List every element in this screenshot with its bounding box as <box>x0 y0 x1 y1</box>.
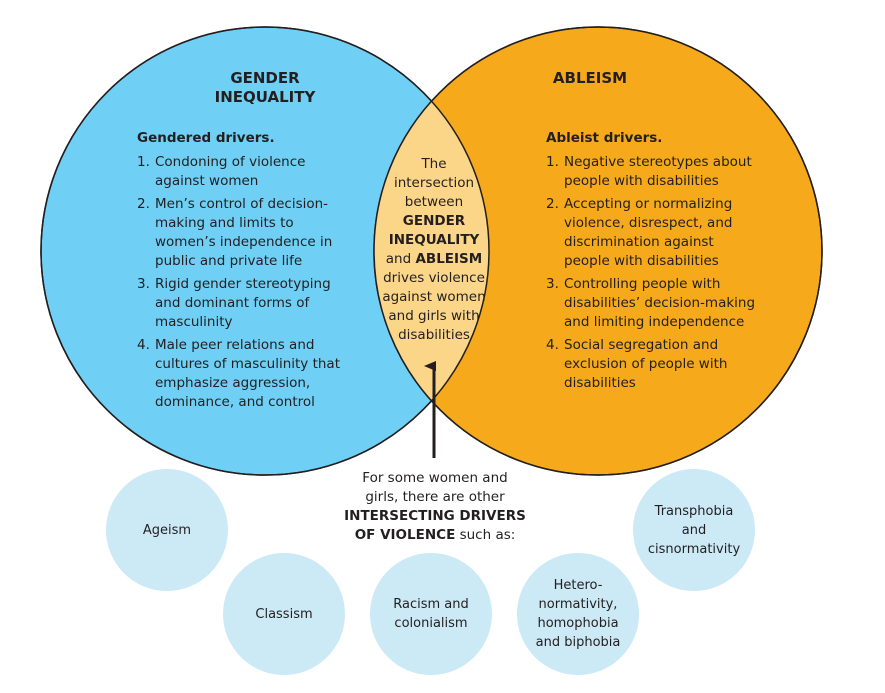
ableist-drivers-list: 1. Negative stereotypes about people with… <box>546 153 758 393</box>
intersection-line: INEQUALITY <box>388 232 480 248</box>
item-text: Social segregation and exclusion of peop… <box>564 337 728 391</box>
item-text: Rigid gender stereotyping and dominant f… <box>155 276 331 330</box>
intersection-line: GENDER <box>402 213 466 229</box>
driver-label: Ageism <box>142 522 192 538</box>
intersection-line: The <box>421 156 447 172</box>
item-text: Negative stereotypes about people with d… <box>564 154 752 189</box>
transphobia-circle: Transphobia and cisnormativity <box>633 469 755 591</box>
other-drivers-line: For some women and <box>362 470 508 486</box>
driver-label: Classism <box>255 606 313 622</box>
intersection-and: and <box>385 251 412 267</box>
gender-title-line1: GENDER <box>230 69 300 87</box>
item-text: Controlling people with disabilities’ de… <box>564 276 756 330</box>
ableist-drivers-subtitle: Ableist drivers. <box>546 130 663 146</box>
intersection-line: drives violence <box>383 270 485 286</box>
item-number: 3. <box>137 276 150 292</box>
item-number: 3. <box>546 276 559 292</box>
gendered-driver-item: 2. Men’s control of decision-making and l… <box>137 195 342 271</box>
gender-title-line2: INEQUALITY <box>214 88 316 106</box>
ableist-driver-item: 1. Negative stereotypes about people with… <box>546 153 758 191</box>
item-number: 2. <box>546 196 559 212</box>
intersection-line: intersection <box>393 175 475 191</box>
other-drivers-text: For some women and girls, there are othe… <box>330 469 540 545</box>
item-number: 1. <box>546 154 559 170</box>
gendered-drivers-block: Gendered drivers. 1. Condoning of violenc… <box>137 129 342 416</box>
ageism-circle: Ageism <box>106 469 228 591</box>
heteronormativity-circle: Hetero-normativity, homophobia and bipho… <box>517 553 639 675</box>
ableist-driver-item: 4. Social segregation and exclusion of pe… <box>546 336 758 393</box>
item-text: Condoning of violence against women <box>155 154 306 189</box>
other-drivers-line: INTERSECTING DRIVERS <box>344 508 526 524</box>
other-drivers-line: OF VIOLENCE such as: <box>330 526 540 545</box>
intersection-line: against women <box>382 289 486 305</box>
classism-circle: Classism <box>223 553 345 675</box>
intersection-line: and ABLEISM <box>372 250 496 269</box>
ableist-drivers-block: Ableist drivers. 1. Negative stereotypes … <box>546 129 758 397</box>
driver-label: Racism and colonialism <box>393 597 469 631</box>
other-drivers-bold: OF VIOLENCE <box>354 527 456 543</box>
ableism-title: ABLEISM <box>552 69 628 87</box>
gendered-driver-item: 1. Condoning of violence against women <box>137 153 342 191</box>
intersection-line: disabilities <box>398 327 470 343</box>
gendered-driver-item: 4. Male peer relations and cultures of ma… <box>137 336 342 412</box>
driver-label: Hetero-normativity, homophobia and bipho… <box>535 578 621 650</box>
intersection-text: The intersection between GENDER INEQUALI… <box>372 155 496 345</box>
ableist-driver-item: 3. Controlling people with disabilities’ … <box>546 275 758 332</box>
driver-label: Transphobia and cisnormativity <box>647 503 741 557</box>
item-number: 4. <box>137 337 150 353</box>
gendered-drivers-subtitle: Gendered drivers. <box>137 130 275 146</box>
item-text: Men’s control of decision-making and lim… <box>155 196 333 269</box>
other-drivers-line: girls, there are other <box>365 489 505 505</box>
item-number: 2. <box>137 196 150 212</box>
intersection-line: between <box>404 194 464 210</box>
gendered-drivers-list: 1. Condoning of violence against women 2.… <box>137 153 342 412</box>
ableist-driver-item: 2. Accepting or normalizing violence, dis… <box>546 195 758 271</box>
other-drivers-rest: such as: <box>455 527 516 543</box>
intersection-line: and girls with <box>388 308 480 324</box>
item-text: Male peer relations and cultures of masc… <box>155 337 340 410</box>
item-number: 4. <box>546 337 559 353</box>
intersection-ableism: ABLEISM <box>415 251 483 267</box>
gendered-driver-item: 3. Rigid gender stereotyping and dominant… <box>137 275 342 332</box>
item-number: 1. <box>137 154 150 170</box>
item-text: Accepting or normalizing violence, disre… <box>564 196 733 269</box>
racism-colonialism-circle: Racism and colonialism <box>370 553 492 675</box>
gender-inequality-title: GENDER INEQUALITY <box>205 69 325 107</box>
